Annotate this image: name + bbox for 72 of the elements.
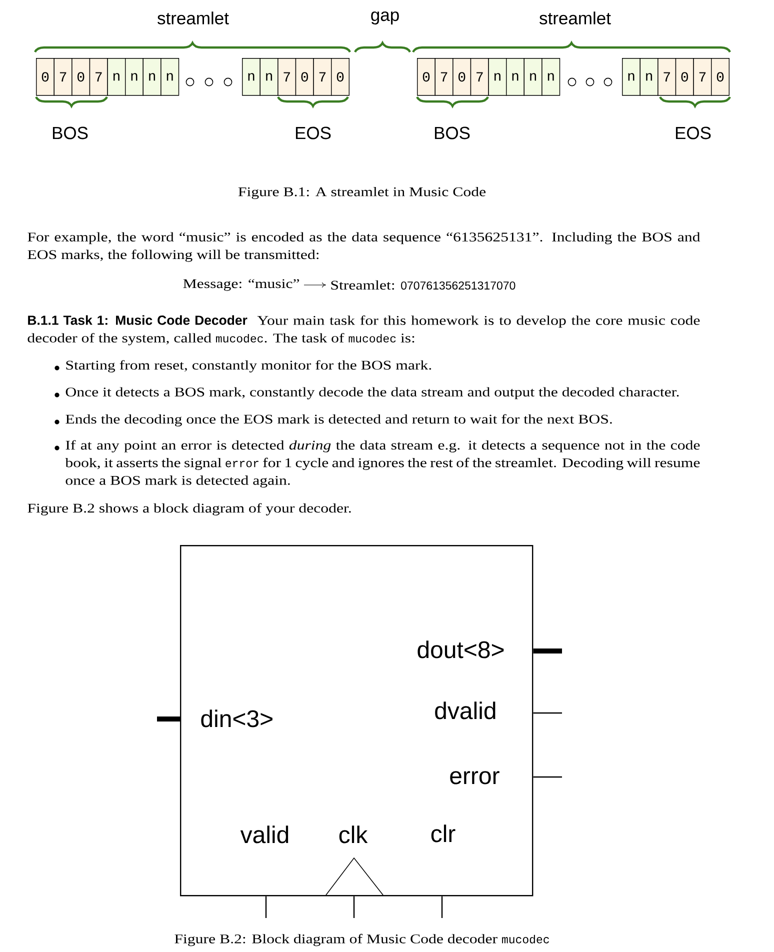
digit-cell: n — [488, 58, 507, 96]
signal-line — [353, 896, 355, 918]
bullet-item: Ends the decoding once the EOS mark is detected and return to wait for the next BOS. — [66, 414, 612, 426]
brace-label: streamlet — [540, 12, 611, 24]
digit-cell: 7 — [693, 58, 712, 96]
digit-cell: 7 — [313, 58, 332, 96]
digit-cell: n — [506, 58, 524, 96]
paragraph: For example, the word “music” is encoded as the data sequence “6135625131”. Including the BOS and EOS marks, the following will be transmitted: — [28, 232, 700, 262]
signal-line — [533, 712, 562, 714]
digit-cell: n — [260, 58, 278, 96]
digit-cell: 7 — [54, 58, 72, 96]
digit-cell: 7 — [89, 58, 108, 96]
bullet-item: Starting from reset, constantly monitor for the BOS mark. — [66, 360, 432, 372]
digit-cell: 7 — [658, 58, 676, 96]
brace-label: BOS — [52, 126, 88, 140]
label: . The task of — [264, 333, 344, 343]
label: decoder of the system, called — [28, 333, 212, 346]
signal-line — [265, 896, 267, 918]
label: Your main task for this homework is to develop the core music code — [257, 315, 700, 328]
label: error — [226, 460, 258, 468]
signal-line — [533, 776, 562, 778]
paragraph: B.1.1 Task 1: Music Code Decoder Your main task for this homework is to develop the core music code decoder of the system, called mucodec. The task of mucodec is: — [28, 315, 700, 346]
port-label: dvalid — [435, 702, 496, 720]
paragraph: Figure B.2 shows a block diagram of your decoder. — [28, 503, 351, 516]
port-label: valid — [240, 826, 288, 844]
digit-cell: n — [160, 58, 180, 96]
digit-cell: n — [242, 58, 260, 96]
port-label: error — [450, 771, 500, 784]
digit-cell: n — [640, 58, 658, 96]
bullet-item: Once it detects a BOS mark, constantly decode the data stream and output the decoded character. — [66, 387, 679, 400]
figure-caption: Figure B.2: Block diagram of Music Code decoder mucodec — [174, 934, 549, 946]
digit-cell: 7 — [434, 58, 454, 96]
label: is: — [400, 334, 414, 343]
label: once a BOS mark is detected again. — [66, 476, 290, 488]
brace-label: EOS — [676, 126, 711, 140]
figure-caption: Figure B.1: A streamlet in Music Code — [238, 187, 486, 199]
digit-cell: 0 — [711, 58, 730, 96]
digit-cell: n — [542, 58, 560, 96]
bullet-item: If at any point an error is detected during the data stream e.g. it detects a sequence not in the code book, it asserts the signal error for 1 cycle and ignores the rest of the streamlet. Decoding will resume once a BOS mark is detected again. — [65, 440, 700, 488]
label: If at any point an error is detected during the data stream e.g. it detects a sequence not in the code — [66, 440, 700, 452]
port-label: dout<8> — [418, 640, 504, 658]
digit-cell: 0 — [675, 58, 694, 96]
message-text: Streamlet: 070761356251317070 — [331, 280, 516, 290]
label: mucodec — [348, 334, 396, 343]
label: book, it asserts the signal — [65, 458, 222, 470]
digit-cell: 0 — [417, 58, 436, 96]
digit-cell: 0 — [72, 58, 90, 96]
digit-cell: 7 — [278, 58, 296, 96]
digit-cell: n — [107, 58, 126, 96]
digit-cell: 0 — [295, 58, 314, 96]
digit-cell: n — [622, 58, 640, 96]
digit-cell: n — [125, 58, 144, 96]
signal-line — [533, 648, 562, 654]
digit-cell: 7 — [470, 58, 489, 96]
brace-label: BOS — [434, 126, 470, 140]
message-text: Message: “music” — [183, 279, 300, 291]
signal-line — [157, 716, 180, 722]
port-label: clk — [339, 826, 368, 844]
label: mucodec — [216, 334, 263, 343]
digit-cell: 0 — [36, 58, 54, 96]
label: B.1.1 Task 1: Music Code Decoder — [28, 315, 248, 325]
digit-cell: n — [142, 58, 162, 96]
brace-label: streamlet — [158, 12, 229, 24]
brace-label: gap — [371, 11, 399, 25]
digit-cell: 0 — [452, 58, 472, 96]
port-label: din<3> — [201, 710, 272, 728]
brace-label: EOS — [296, 126, 331, 140]
signal-line — [441, 896, 443, 918]
port-label: clr — [431, 824, 456, 842]
digit-cell: n — [524, 58, 542, 96]
digit-cell: 0 — [331, 58, 350, 96]
label: for 1 cycle and ignores the rest of the streamlet. Decoding will resume — [263, 458, 700, 470]
